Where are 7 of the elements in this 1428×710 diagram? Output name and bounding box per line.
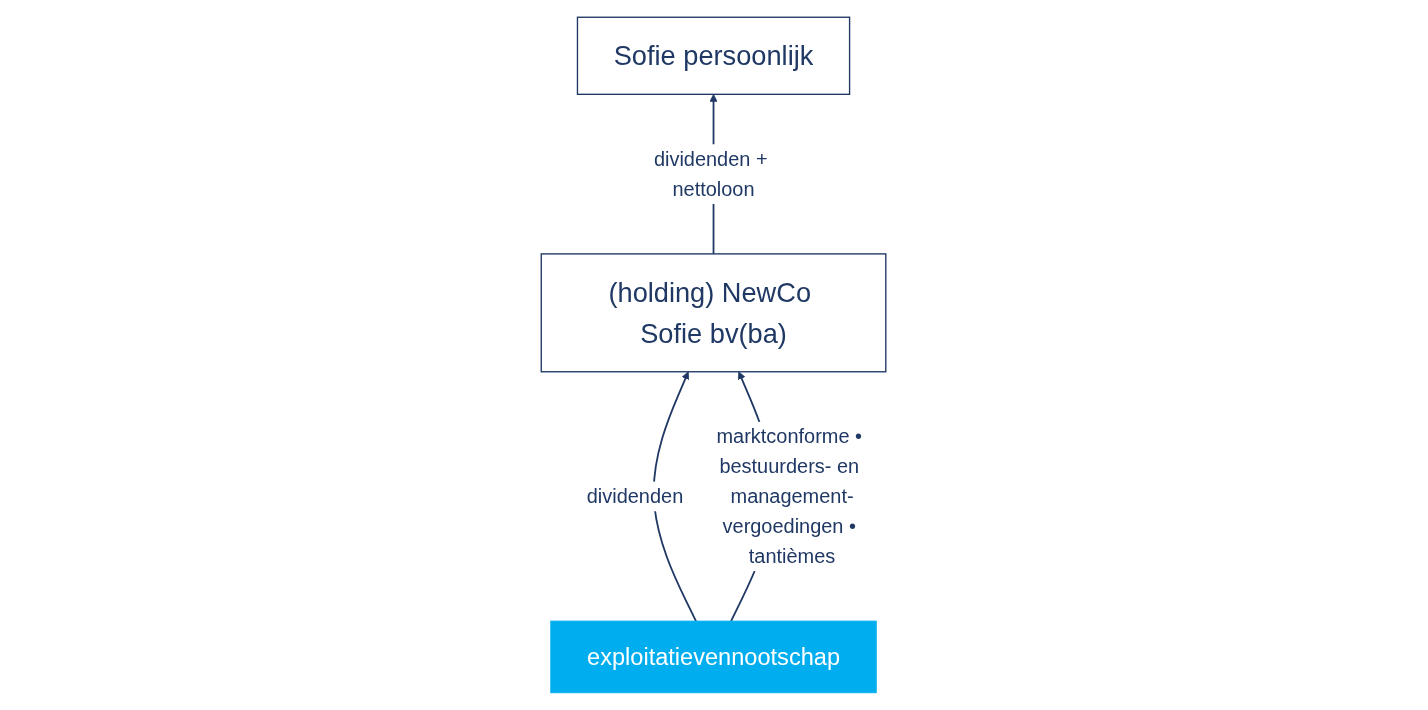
node-box: exploitatievennootschap (550, 620, 878, 694)
edge-label: dividenden (587, 485, 684, 508)
edge-label: marktconforme • bestuurders- en management-vergoedingen • tantièmes (716, 425, 863, 568)
arrow (653, 371, 698, 622)
node-box: Sofie persoonlijk (577, 16, 851, 95)
node-box: (holding) NewCo Sofie bv(ba) (541, 253, 887, 373)
edge-label: dividenden + nettoloon (654, 147, 769, 201)
